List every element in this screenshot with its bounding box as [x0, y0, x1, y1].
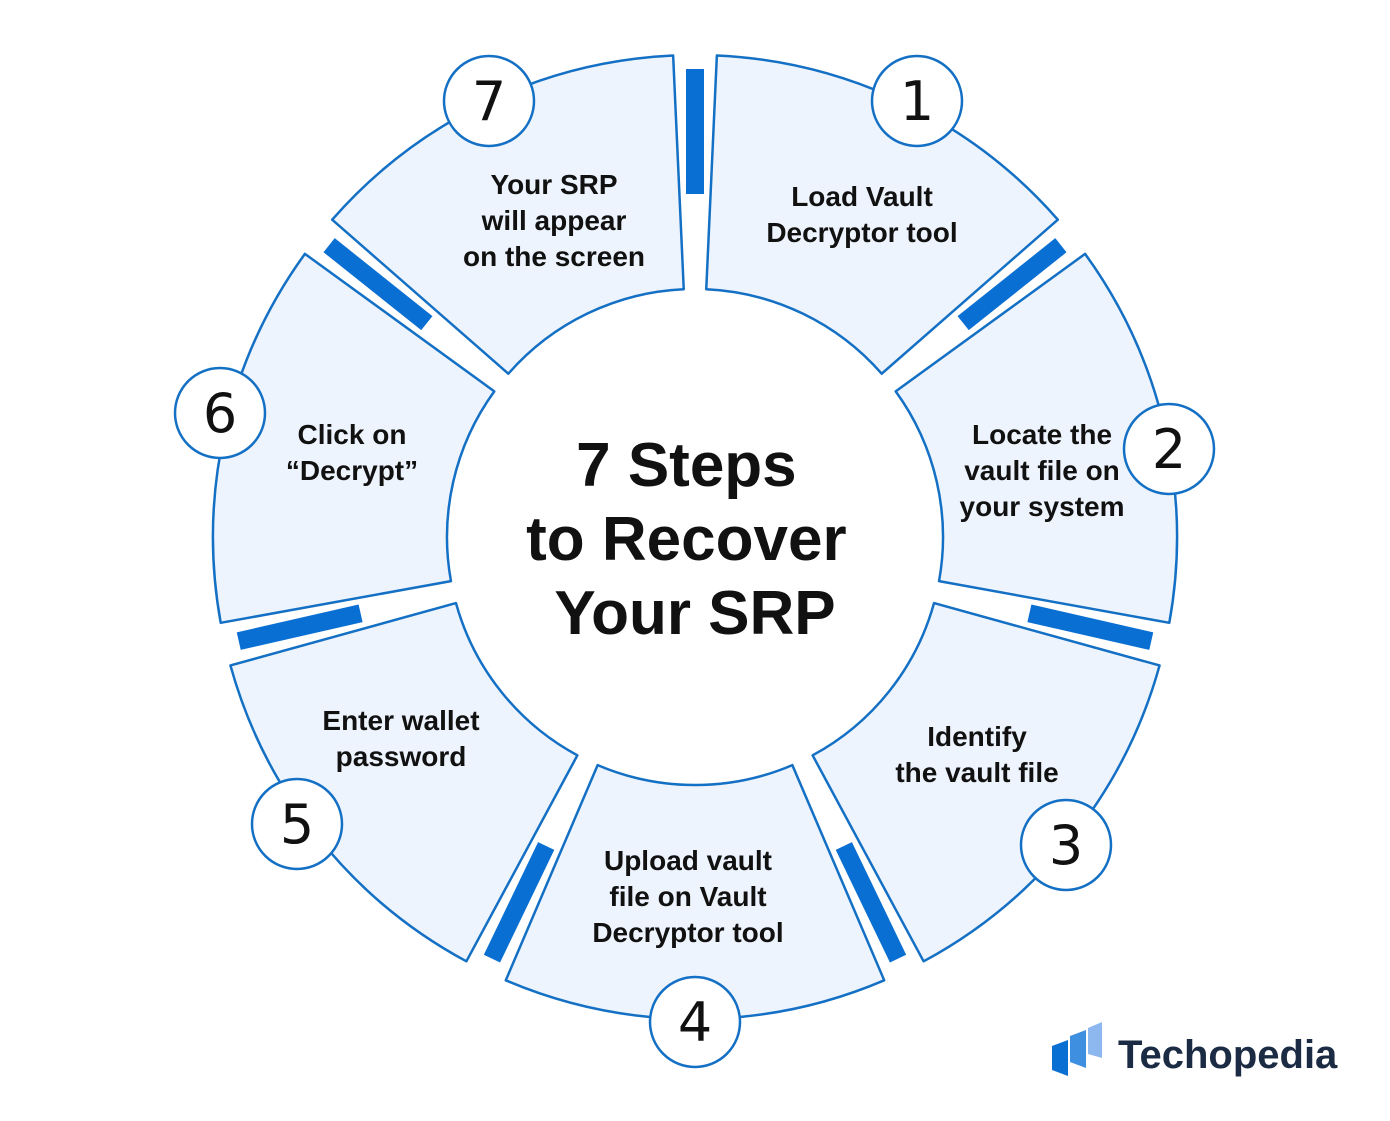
techopedia-logo-icon [1052, 1022, 1102, 1076]
step-number: 5 [280, 793, 314, 856]
title-line-2: to Recover [526, 505, 846, 574]
step-badge-7: 7 [442, 54, 536, 148]
step-6-line-1: Click on [298, 419, 407, 450]
connector-1 [957, 238, 1067, 331]
badge-circle [870, 54, 964, 148]
step-segment-5 [229, 601, 579, 963]
connector-2 [1027, 604, 1154, 650]
step-3-line-1: Identify [927, 721, 1027, 752]
step-number: 1 [900, 70, 934, 133]
step-7-line-1: Your SRP [490, 169, 617, 200]
step-number: 7 [472, 70, 506, 133]
badge-circle [173, 366, 267, 460]
step-1-line-1: Load Vault [791, 181, 933, 212]
step-1-line-2: Decryptor tool [766, 217, 957, 248]
step-segment-1 [705, 54, 1060, 375]
brand-name: Techopedia [1118, 1033, 1338, 1077]
step-badge-6: 6 [173, 366, 267, 460]
step-number: 3 [1049, 814, 1083, 877]
step-segment-6 [211, 252, 496, 625]
badge-circle [250, 777, 344, 871]
title-line-1: 7 Steps [576, 431, 797, 500]
step-2-line-3: your system [960, 491, 1125, 522]
connector-3 [835, 842, 907, 963]
badge-circle [648, 975, 742, 1069]
step-segment-7 [330, 54, 685, 375]
step-segment-4 [504, 763, 886, 1021]
title-line-3: Your SRP [554, 579, 835, 648]
step-segment-3 [811, 601, 1161, 963]
step-2-line-2: vault file on [964, 455, 1120, 486]
badge-circle [442, 54, 536, 148]
step-label-6: Click on “Decrypt” [286, 419, 418, 486]
badges-layer: 1 2 3 4 5 6 7 [173, 54, 1216, 1069]
step-number: 2 [1152, 418, 1186, 481]
brand-logo: Techopedia [1052, 1022, 1338, 1077]
step-badge-3: 3 [1019, 798, 1113, 892]
connectors-layer [236, 69, 1154, 963]
step-badge-4: 4 [648, 975, 742, 1069]
step-7-line-2: will appear [481, 205, 627, 236]
connector-5 [236, 604, 363, 650]
step-number: 4 [678, 991, 712, 1054]
title: 7 Steps to Recover Your SRP [526, 431, 864, 648]
connector-6 [323, 238, 433, 331]
step-3-line-2: the vault file [895, 757, 1058, 788]
step-6-line-2: “Decrypt” [286, 455, 418, 486]
connector-4 [483, 842, 555, 963]
step-number: 6 [203, 382, 237, 445]
step-5-line-2: password [336, 741, 467, 772]
step-badge-2: 2 [1122, 402, 1216, 496]
step-5-line-1: Enter wallet [322, 705, 479, 736]
step-2-line-1: Locate the [972, 419, 1112, 450]
step-segment-2 [894, 252, 1179, 625]
step-7-line-3: on the screen [463, 241, 645, 272]
badge-circle [1122, 402, 1216, 496]
step-4-line-1: Upload vault [604, 845, 772, 876]
badge-circle [1019, 798, 1113, 892]
step-label-2: Locate the vault file on your system [960, 419, 1125, 522]
step-label-7: Your SRP will appear on the screen [463, 169, 645, 272]
step-label-5: Enter wallet password [322, 705, 479, 772]
step-badge-1: 1 [870, 54, 964, 148]
segments-layer [211, 54, 1179, 1021]
step-label-3: Identify the vault file [895, 721, 1058, 788]
step-badge-5: 5 [250, 777, 344, 871]
step-4-line-3: Decryptor tool [592, 917, 783, 948]
step-4-line-2: file on Vault [609, 881, 766, 912]
